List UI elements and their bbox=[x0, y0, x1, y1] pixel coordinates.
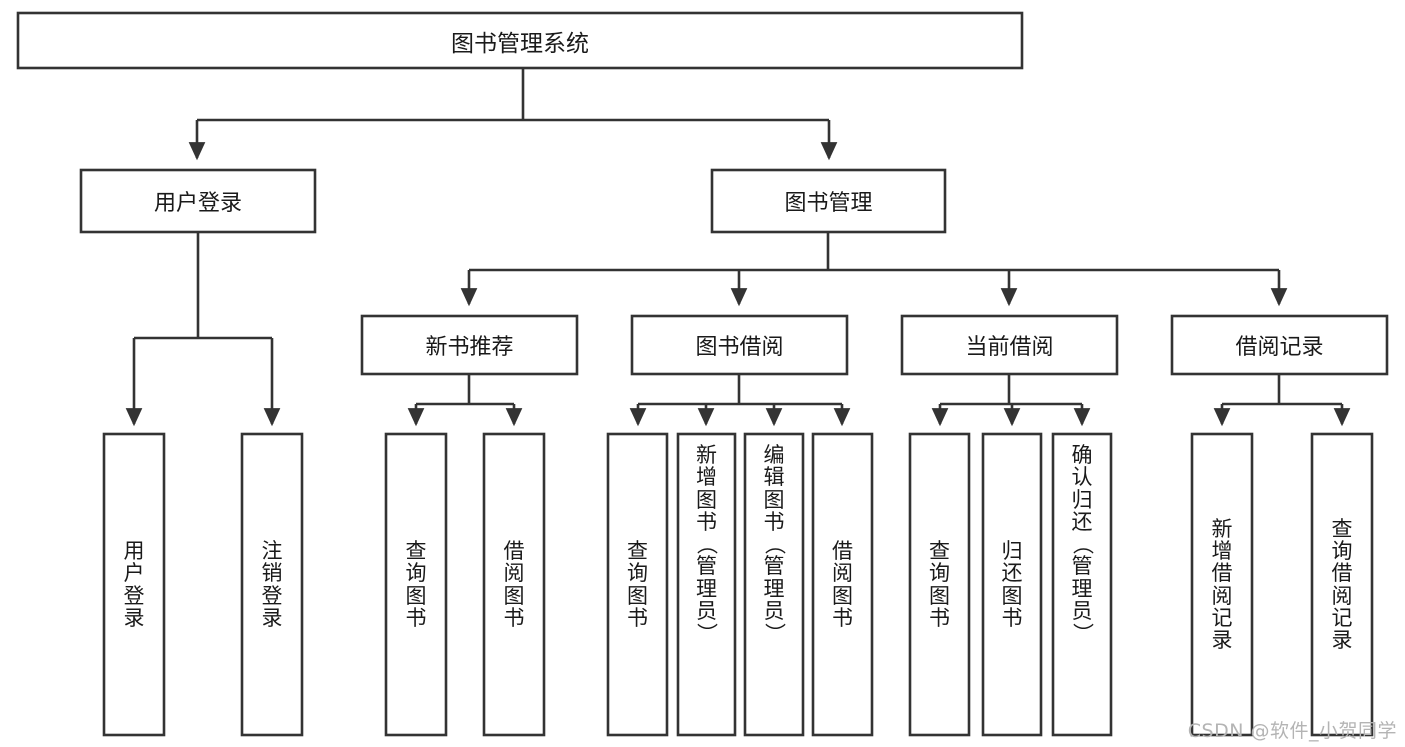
node-bb-query-book-box[interactable] bbox=[606, 432, 669, 737]
node-bb-borrow-book-box[interactable] bbox=[811, 432, 874, 737]
node-cb-confirm-return-box[interactable] bbox=[1051, 432, 1113, 737]
node-user-login-logout-box[interactable] bbox=[240, 432, 304, 737]
node-br-query-record-box[interactable] bbox=[1310, 432, 1374, 737]
node-borrow-record-box[interactable] bbox=[1170, 314, 1389, 376]
node-user-login-login-box[interactable] bbox=[102, 432, 166, 737]
node-user-login-box[interactable] bbox=[79, 168, 317, 234]
node-book-borrow-box[interactable] bbox=[630, 314, 849, 376]
node-new-book-recommend-box[interactable] bbox=[360, 314, 579, 376]
node-bb-add-book-box[interactable] bbox=[676, 432, 737, 737]
connector-layer bbox=[125, 68, 1351, 427]
node-br-add-record-box[interactable] bbox=[1190, 432, 1254, 737]
node-nbr-query-book-box[interactable] bbox=[384, 432, 448, 737]
csdn-watermark: CSDN @软件_小贺同学 bbox=[1187, 720, 1397, 742]
node-box-layer bbox=[16, 11, 1389, 737]
node-book-manage-box[interactable] bbox=[710, 168, 947, 234]
node-cb-return-book-box[interactable] bbox=[981, 432, 1043, 737]
node-nbr-borrow-book-box[interactable] bbox=[482, 432, 546, 737]
node-current-borrow-box[interactable] bbox=[900, 314, 1119, 376]
node-bb-edit-book-box[interactable] bbox=[743, 432, 805, 737]
node-root-box[interactable] bbox=[16, 11, 1024, 70]
node-cb-query-book-box[interactable] bbox=[908, 432, 971, 737]
